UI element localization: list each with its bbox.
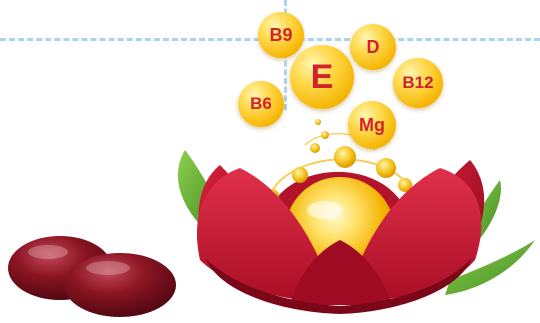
vitamin-b6-bubble: B6 (238, 81, 284, 127)
magnesium-bubble: Mg (348, 101, 396, 149)
magnesium-label: Mg (359, 114, 385, 135)
vitamin-d-label: D (366, 36, 380, 57)
petal-front-center (290, 240, 392, 305)
vitamin-b9-label: B9 (269, 24, 293, 45)
capsule-front (64, 253, 176, 317)
vitamin-b12-label: B12 (402, 73, 434, 92)
vitamin-b6-label: B6 (250, 94, 272, 113)
vitamin-e-label: E (310, 57, 334, 96)
leaf-right (445, 240, 535, 295)
petal-front-right (345, 168, 482, 305)
vitamin-d-bubble: D (350, 24, 396, 70)
vitamin-e-bubble: E (290, 45, 354, 109)
petal-front-left (196, 168, 335, 305)
vitamin-b12-bubble: B12 (393, 58, 443, 108)
vitamin-b9-bubble: B9 (258, 12, 304, 58)
